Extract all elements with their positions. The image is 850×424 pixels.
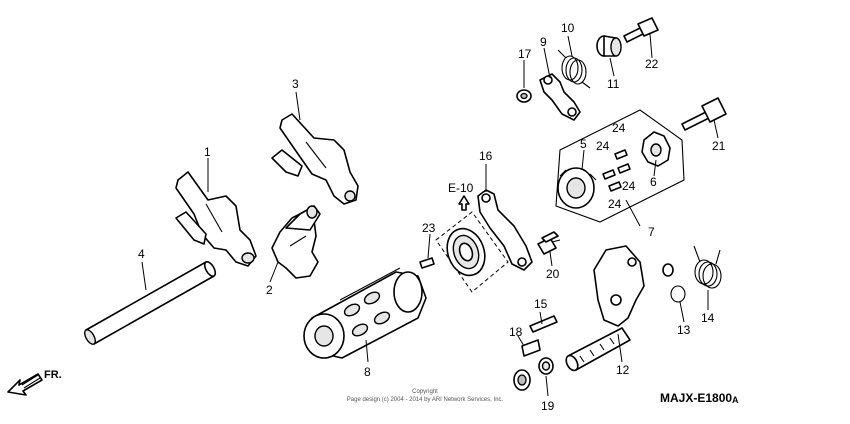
callout-14: 14: [701, 311, 715, 325]
front-label: FR.: [44, 369, 62, 381]
part-21-bolt[interactable]: [681, 97, 727, 131]
part-20-bolt[interactable]: [537, 231, 561, 255]
part-15-dowel[interactable]: [529, 315, 558, 333]
part-23-dowel-pin[interactable]: [419, 257, 435, 269]
callout-24-d: 24: [608, 197, 622, 211]
reference-label: E-10: [448, 181, 474, 195]
reference-arrow: [458, 195, 470, 211]
callout-numbers: 1 2 3 4 5 6 7 8 9 10 11 12 13 14 15 16 1…: [138, 21, 726, 413]
callout-24-c: 24: [622, 179, 636, 193]
callout-6: 6: [650, 175, 657, 189]
part-6-drum-segment[interactable]: [641, 131, 671, 167]
part-19-oil-seal[interactable]: [513, 357, 554, 391]
part-22-bolt[interactable]: [623, 17, 659, 43]
part-17-washer[interactable]: [516, 89, 532, 103]
callout-2: 2: [266, 283, 273, 297]
callout-3: 3: [292, 77, 299, 91]
part-11-collar[interactable]: [596, 35, 622, 57]
part-12-gearshift-spindle[interactable]: [564, 245, 645, 372]
part-4-shift-fork-shaft[interactable]: [83, 260, 218, 346]
callout-5: 5: [580, 137, 587, 151]
copyright-line-2: Page design (c) 2004 - 2014 by ARI Netwo…: [347, 397, 504, 403]
part-9-stopper-arm[interactable]: [539, 73, 581, 121]
callout-16: 16: [479, 149, 493, 163]
part-8-shift-drum[interactable]: [303, 267, 427, 359]
part-16-stopper-plate[interactable]: [477, 189, 533, 271]
front-arrow-icon: [7, 373, 43, 396]
callout-12: 12: [616, 363, 630, 377]
callout-10: 10: [561, 21, 575, 35]
copyright-line-1: Copyright: [412, 389, 438, 395]
leader-lines: [141, 33, 719, 397]
part-1-shift-fork[interactable]: [175, 171, 257, 267]
e10-reference-bearing: [435, 211, 509, 293]
callout-17: 17: [518, 47, 532, 61]
part-5-drum-center[interactable]: [557, 167, 597, 209]
callout-21: 21: [712, 139, 726, 153]
callout-15: 15: [534, 297, 548, 311]
callout-24-b: 24: [596, 139, 610, 153]
callout-9: 9: [540, 35, 547, 49]
callout-19: 19: [541, 399, 555, 413]
part-13-clip[interactable]: [662, 263, 686, 303]
callout-20: 20: [546, 267, 560, 281]
part-7-segment-group-box: [555, 109, 685, 223]
callout-24-a: 24: [612, 121, 626, 135]
diagram-code: MAJX-E1800: [660, 391, 732, 405]
front-direction-indicator: FR.: [7, 369, 62, 396]
callout-11: 11: [607, 77, 620, 91]
part-10-return-spring[interactable]: [557, 49, 591, 89]
part-24-dowel-pins[interactable]: [602, 149, 631, 192]
part-2-shift-fork[interactable]: [271, 205, 321, 279]
callout-18: 18: [509, 325, 523, 339]
diagram-code-suffix: A: [732, 395, 739, 405]
callout-1: 1: [204, 145, 211, 159]
callout-13: 13: [677, 323, 691, 337]
callout-22: 22: [645, 57, 659, 71]
callout-7: 7: [648, 225, 655, 239]
callout-23: 23: [422, 221, 436, 235]
callout-4: 4: [138, 247, 145, 261]
part-18-washer[interactable]: [521, 339, 541, 357]
part-3-shift-fork[interactable]: [271, 113, 359, 205]
part-14-return-spring[interactable]: [693, 245, 722, 289]
callout-8: 8: [364, 365, 371, 379]
